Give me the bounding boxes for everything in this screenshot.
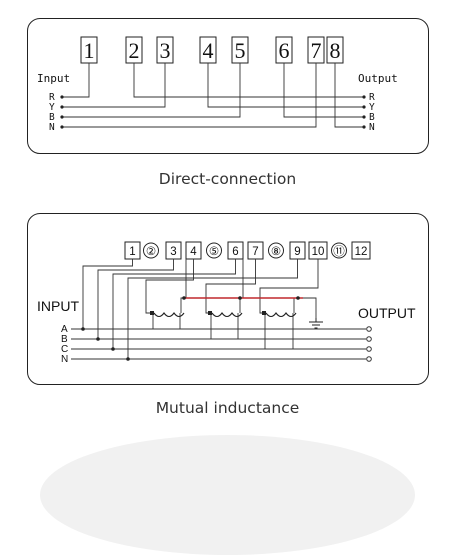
direct-connection-diagram: 1 2 3 4 5 6 7 8 Input Output R Y B N R Y… xyxy=(27,18,429,154)
output-terminal-a xyxy=(366,326,372,332)
line-label-c: C xyxy=(61,344,68,355)
output-node-r xyxy=(362,95,366,99)
terminal-label-1: 1 xyxy=(129,246,135,258)
ct-dot-2 xyxy=(208,311,212,315)
output-node-y xyxy=(362,105,366,109)
input-node-b xyxy=(60,115,64,119)
terminal-label-3: 3 xyxy=(160,38,171,63)
direct-connection-svg: 1 2 3 4 5 6 7 8 Input Output R Y B N R Y… xyxy=(37,36,398,133)
direct-wiring xyxy=(62,63,364,128)
terminal-label-6: 6 xyxy=(232,246,238,258)
input-line-label-b: B xyxy=(49,112,55,123)
mutual-inductance-svg: 1 ② 3 4 ⑤ 6 7 ⑧ 9 10 ⑪ 12 INPUT OUTPUT A… xyxy=(37,241,416,365)
terminal-label-3: 3 xyxy=(170,246,176,258)
input-line-label-y: Y xyxy=(49,102,55,113)
input-label: Input xyxy=(37,72,70,85)
terminal-box-12 xyxy=(351,241,371,260)
terminal-label-4: 4 xyxy=(203,38,214,63)
input-node-n xyxy=(60,125,64,129)
terminal-label-1: 1 xyxy=(84,38,95,63)
output-line-label-y: Y xyxy=(369,102,375,113)
junction-a xyxy=(81,327,85,331)
terminal-label-5: 5 xyxy=(235,38,246,63)
mutual-inductance-diagram: 1 ② 3 4 ⑤ 6 7 ⑧ 9 10 ⑪ 12 INPUT OUTPUT A… xyxy=(27,213,429,385)
line-label-n: N xyxy=(61,354,68,365)
ground-icon xyxy=(309,318,323,329)
ct-dot-3 xyxy=(262,311,266,315)
output-line-label-r: R xyxy=(369,92,375,103)
input-line-label-r: R xyxy=(49,92,55,103)
output-node-b xyxy=(362,115,366,119)
current-transformers xyxy=(153,312,297,318)
line-label-b: B xyxy=(61,334,68,345)
output-node-n xyxy=(362,125,366,129)
terminal-label-2: 2 xyxy=(129,38,140,63)
mutual-inductance-caption: Mutual inductance xyxy=(155,399,300,417)
terminal-label-11: ⑪ xyxy=(333,245,345,258)
terminal-label-6: 6 xyxy=(279,38,290,63)
direct-connection-caption: Direct-connection xyxy=(158,170,297,188)
input-node-y xyxy=(60,105,64,109)
input-node-r xyxy=(60,95,64,99)
terminal-label-4: 4 xyxy=(190,246,197,258)
terminal-label-10: 10 xyxy=(312,246,325,258)
output-terminal-b xyxy=(366,336,372,342)
input-line-label-n: N xyxy=(49,122,55,133)
terminal-label-7: 7 xyxy=(252,246,258,258)
junction-b xyxy=(96,337,100,341)
line-label-a: A xyxy=(61,324,68,335)
terminal-label-2: ② xyxy=(146,246,156,258)
output-label: OUTPUT xyxy=(358,305,416,321)
terminal-label-9: 9 xyxy=(294,246,300,258)
terminal-circle-5 xyxy=(206,242,222,259)
junction-3 xyxy=(296,296,300,300)
output-label: Output xyxy=(358,72,398,85)
input-label: INPUT xyxy=(37,298,79,314)
terminal-circle-2 xyxy=(143,242,159,259)
terminal-label-8: ⑧ xyxy=(271,246,281,258)
background-arc xyxy=(40,435,415,555)
terminal-label-12: 12 xyxy=(355,246,368,258)
output-line-label-b: B xyxy=(369,112,375,123)
ct-dot-1 xyxy=(150,311,154,315)
mutual-wiring xyxy=(82,259,319,359)
mutual-main-lines xyxy=(71,328,366,360)
junction-1 xyxy=(182,296,186,300)
terminal-circle-11 xyxy=(331,242,347,259)
junction-n xyxy=(126,357,130,361)
junction-2 xyxy=(238,296,242,300)
terminal-label-8: 8 xyxy=(330,38,341,63)
terminal-circle-8 xyxy=(268,242,284,259)
terminal-label-7: 7 xyxy=(311,38,322,63)
output-line-label-n: N xyxy=(369,122,375,133)
output-terminal-c xyxy=(366,346,372,352)
junction-c xyxy=(111,347,115,351)
output-terminal-n xyxy=(366,356,372,362)
terminal-label-5: ⑤ xyxy=(209,246,219,258)
